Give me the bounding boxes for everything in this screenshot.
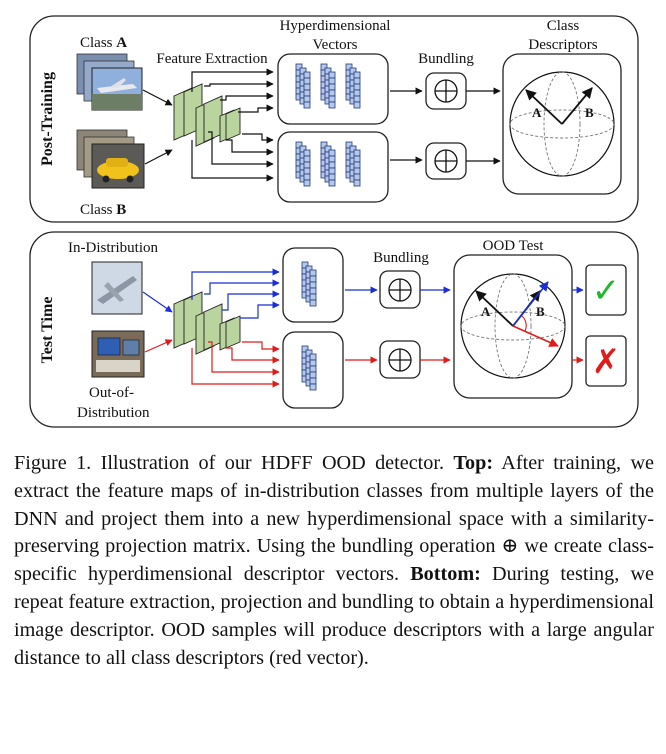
top-routing-b [191, 131, 274, 182]
caption-part3: During testing, we repeat feature extrac… [14, 563, 655, 669]
figure-caption: Figure 1. Illustration of our HDFF OOD d… [14, 450, 654, 672]
ood-vector-stack [302, 346, 316, 390]
hd-vector-stack [346, 142, 360, 186]
bundling-op-a [425, 72, 467, 110]
bottom-feature-maps [173, 291, 241, 355]
class-b-label: Class B [80, 202, 126, 218]
bundling-op-ood [379, 340, 421, 379]
accept-check-icon: ✓ [592, 271, 621, 311]
caption-part2: After training, we extract the feature m… [14, 452, 654, 586]
test-descriptor-vector-a [475, 290, 514, 327]
ood-query-vector [512, 325, 559, 347]
test-sphere-label-b: B [536, 304, 545, 319]
hdff-diagram: Post-Training Class A Class B Feature Ex… [29, 15, 639, 428]
class-descriptors-label-2: Descriptors [528, 37, 597, 53]
ood-label-1: Out-of- [89, 385, 134, 401]
hd-vector-stack [321, 142, 335, 186]
bundling-op-b [425, 142, 467, 180]
ood-test-box [453, 254, 573, 399]
bottom-routing-blue [191, 268, 280, 319]
test-time-panel [29, 231, 639, 428]
id-query-vector [512, 281, 549, 327]
id-vector-stack [302, 262, 316, 306]
in-distribution-image [91, 261, 143, 315]
caption-bottom-label: Bottom: [410, 563, 481, 586]
in-dist-to-net-arrow [142, 291, 173, 313]
ood-vector-box [282, 331, 344, 409]
hd-vector-stack [296, 64, 310, 108]
angle-arc [521, 315, 527, 332]
feature-extraction-label: Feature Extraction [156, 51, 268, 67]
descriptor-vector-b [561, 87, 593, 125]
ood-test-label: OOD Test [483, 238, 545, 254]
caption-part1: Illustration of our HDFF OOD detector. [100, 452, 445, 474]
in-distribution-label: In-Distribution [68, 240, 158, 256]
hd-vector-stack [296, 142, 310, 186]
descriptor-vector-a [525, 89, 563, 125]
sphere-label-b: B [585, 105, 594, 120]
bottom-routing-red [191, 341, 280, 388]
caption-figure-label: Figure 1. [14, 452, 92, 474]
bundling-label-bottom: Bundling [373, 250, 429, 266]
hd-vectors-box-a [277, 53, 389, 125]
class-a-to-net-arrow [142, 89, 173, 106]
class-descriptors-label-1: Class [547, 18, 580, 34]
bundling-op-id [379, 270, 421, 309]
class-a-images [76, 53, 143, 111]
id-vector-box [282, 247, 344, 323]
class-a-label: Class A [80, 35, 127, 51]
class-b-to-net-arrow [144, 149, 173, 165]
caption-top-label: Top: [453, 452, 494, 474]
class-descriptors-box [502, 53, 622, 195]
hd-vectors-box-b [277, 131, 389, 203]
ood-label-2: Distribution [77, 405, 150, 421]
reject-cross-icon: ✗ [592, 342, 621, 382]
reject-box [585, 335, 627, 387]
ood-to-net-arrow [144, 339, 173, 353]
accept-box [585, 264, 627, 316]
hd-vector-stack [321, 64, 335, 108]
sphere-label-a: A [532, 105, 542, 120]
post-training-panel [29, 15, 639, 223]
test-sphere-label-a: A [481, 304, 491, 319]
ood-test-sphere [460, 273, 566, 379]
class-b-images [76, 129, 145, 189]
top-routing-a [191, 68, 274, 113]
hd-vector-stack [346, 64, 360, 108]
ood-image [91, 330, 145, 378]
test-time-label: Test Time [39, 297, 56, 364]
top-feature-maps [173, 83, 241, 147]
descriptor-sphere [509, 71, 615, 177]
bundling-label-top: Bundling [418, 51, 474, 67]
hd-vectors-label-1: Hyperdimensional [280, 18, 391, 34]
post-training-label: Post-Training [39, 72, 56, 166]
hd-vectors-label-2: Vectors [313, 37, 358, 53]
